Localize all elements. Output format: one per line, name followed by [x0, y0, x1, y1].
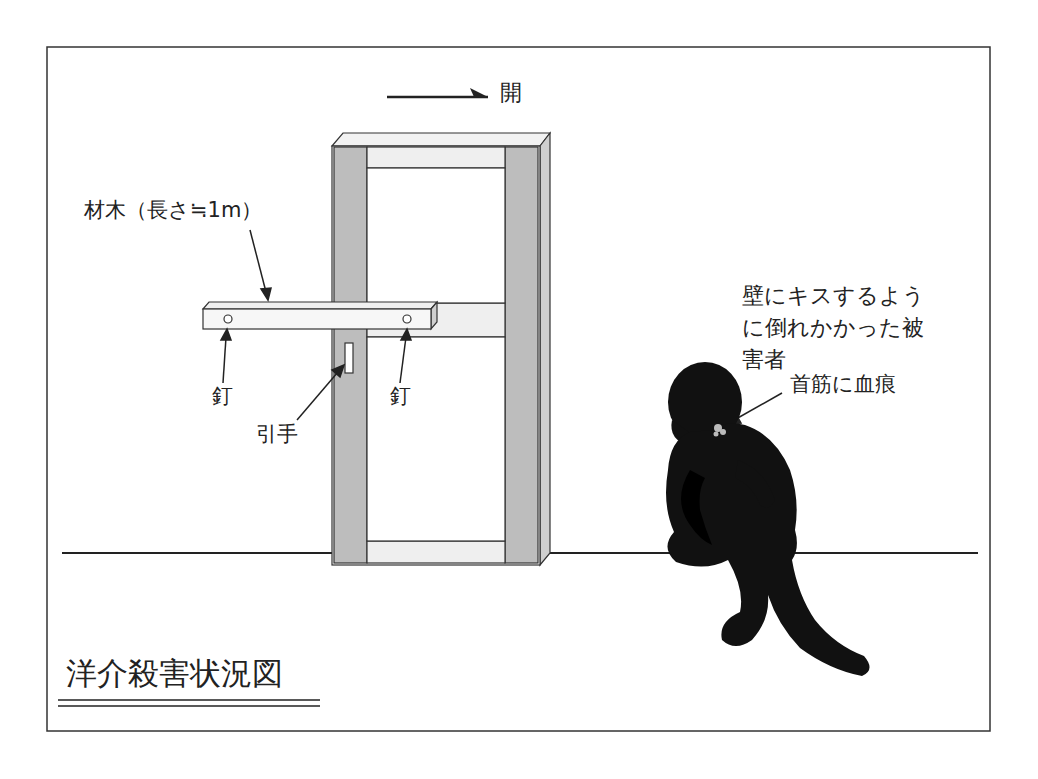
door-handle	[345, 343, 353, 373]
victim-note: 壁にキスするように倒れかかった被害者	[742, 280, 942, 376]
part-label: 引手	[256, 422, 298, 447]
open-arrow	[387, 88, 488, 97]
victim-figure	[666, 362, 870, 676]
direction-label: 開	[500, 80, 522, 106]
blood-stain	[714, 424, 727, 437]
title-underline	[58, 705, 320, 707]
part-label: 材木（長さ≒1m）	[84, 198, 262, 223]
door	[332, 133, 550, 565]
floor-line	[62, 552, 332, 554]
title-underline	[58, 699, 320, 701]
frame	[47, 47, 990, 731]
diagram-title: 洋介殺害状況図	[66, 655, 283, 692]
part-label: 釘	[212, 384, 233, 409]
wood-board	[203, 302, 437, 329]
part-label: 釘	[390, 384, 411, 409]
evidence-label: 首筋に血痕	[790, 372, 896, 397]
